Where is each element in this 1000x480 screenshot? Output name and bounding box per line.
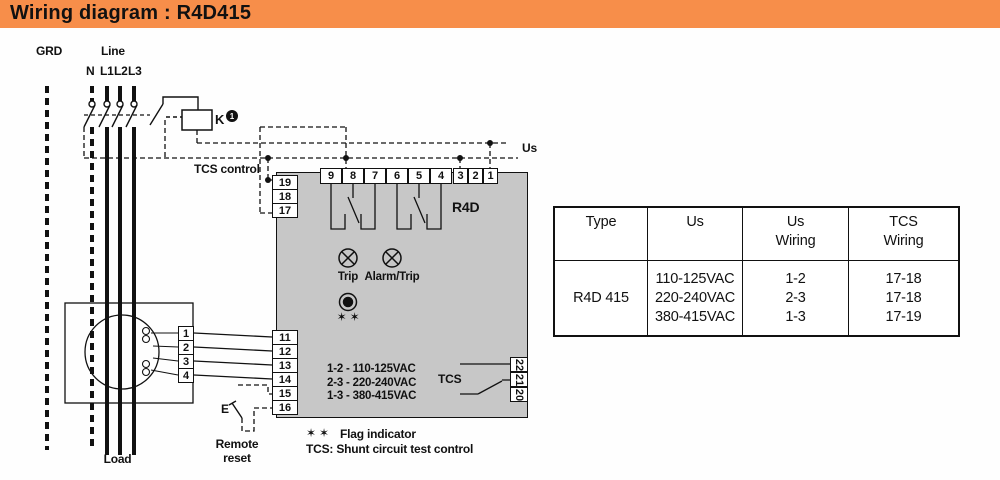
flag-indicator-stars: ✶ ✶ xyxy=(336,310,360,324)
phase-l1-label: L1 xyxy=(100,64,114,78)
remote-reset-switch xyxy=(228,400,243,419)
page-title: Wiring diagram : R4D415 xyxy=(10,2,252,24)
note-flag-stars: ✶ ✶ xyxy=(306,426,329,440)
terminal-6: 6 xyxy=(386,168,408,184)
spec-us-values: 110-125VAC 220-240VAC 380-415VAC xyxy=(647,260,742,335)
terminal-9: 9 xyxy=(320,168,342,184)
phase-l2-label: L2 xyxy=(114,64,128,78)
contactor-note-marker: 1 xyxy=(226,110,238,122)
vac-line-1: 1-2 - 110-125VAC xyxy=(327,363,416,375)
contactor-label: K xyxy=(215,112,225,127)
terminal-20: 20 xyxy=(510,387,528,402)
current-transformer xyxy=(64,302,194,404)
note-tcs-text: TCS: Shunt circuit test control xyxy=(306,442,474,456)
terminal-17: 17 xyxy=(272,203,298,218)
terminal-19: 19 xyxy=(272,175,298,190)
spec-us-wiring-values: 1-2 2-3 1-3 xyxy=(742,260,848,335)
vac-mapping-block: 1-2 - 110-125VAC 2-3 - 220-240VAC 1-3 - … xyxy=(327,363,416,404)
terminal-15: 15 xyxy=(272,386,298,401)
spec-header-tcs-wiring: TCS Wiring xyxy=(848,208,958,260)
spec-tcs-wiring-values: 17-18 17-18 17-19 xyxy=(848,260,958,335)
ct-terminal-4: 4 xyxy=(178,368,194,383)
note-flag-text: Flag indicator xyxy=(340,427,416,441)
spec-header-us-wiring: Us Wiring xyxy=(742,208,848,260)
terminal-7: 7 xyxy=(364,168,386,184)
phase-n-label: N xyxy=(86,64,95,78)
us-label: Us xyxy=(522,141,537,155)
ct-terminal-1: 1 xyxy=(178,326,194,341)
remote-reset-label: Remote reset xyxy=(215,437,259,465)
terminal-18: 18 xyxy=(272,189,298,204)
ct-to-relay-wires xyxy=(193,332,273,380)
vac-line-2: 2-3 - 220-240VAC xyxy=(327,376,417,389)
vac-line-3: 1-3 - 380-415VAC xyxy=(327,390,417,402)
terminal-11: 11 xyxy=(272,330,298,345)
terminal-22: 22 xyxy=(510,357,528,372)
terminal-13: 13 xyxy=(272,358,298,373)
terminal-5: 5 xyxy=(408,168,430,184)
ct-terminal-3: 3 xyxy=(178,354,194,369)
device-name-label: R4D xyxy=(452,199,480,215)
trip-label: Trip xyxy=(337,271,359,283)
terminal-16: 16 xyxy=(272,400,298,415)
power-lines xyxy=(45,86,136,455)
grd-label: GRD xyxy=(36,44,63,58)
phase-l3-label: L3 xyxy=(128,64,142,78)
title-bar xyxy=(0,0,1000,28)
terminal-2: 2 xyxy=(468,168,483,184)
tcs-label: TCS xyxy=(438,372,462,386)
alarm-trip-label: Alarm/Trip xyxy=(364,271,420,283)
terminal-8: 8 xyxy=(342,168,364,184)
contactor-coil-circuit xyxy=(149,96,213,131)
spec-header-type: Type xyxy=(585,214,617,230)
terminal-14: 14 xyxy=(272,372,298,387)
spec-header-us: Us xyxy=(647,208,742,260)
line-label: Line xyxy=(101,44,125,58)
terminal-21: 21 xyxy=(510,372,528,387)
terminal-4: 4 xyxy=(430,168,452,184)
spec-type-value: R4D 415 xyxy=(555,260,647,335)
tcs-control-label: TCS control xyxy=(194,162,260,176)
terminal-12: 12 xyxy=(272,344,298,359)
terminal-3: 3 xyxy=(453,168,468,184)
terminal-1: 1 xyxy=(483,168,498,184)
ct-terminal-2: 2 xyxy=(178,340,194,355)
remote-switch-label: E xyxy=(221,402,229,416)
load-label: Load xyxy=(103,452,132,466)
spec-table: Type Us Us Wiring TCS Wiring R4D 415 110… xyxy=(553,206,960,337)
circuit-breaker xyxy=(83,100,150,128)
